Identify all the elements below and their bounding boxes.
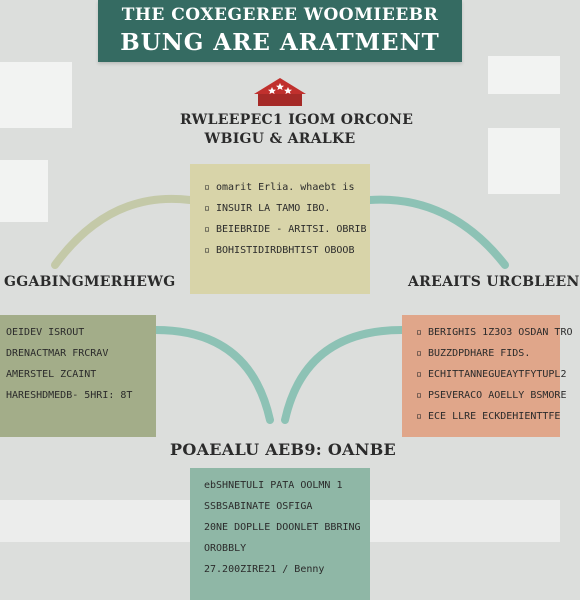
left-heading: GGABINGMERHEWG [4, 274, 176, 290]
bg-panel [488, 56, 560, 94]
list-item: ▫INSUIR LA TAMO IBO. [204, 203, 331, 214]
center-heading-line-2: WBIGU & ARALKE [204, 131, 356, 147]
house-icon [254, 78, 306, 106]
box-bottom: ebSHNETULI PATA OOLMN 1 SSBSABINATE OSFI… [190, 468, 370, 600]
banner-line-1: THE COXEGEREE WOOMIEEBR [121, 5, 439, 25]
list-item: DRENACTMAR FRCRAV [6, 348, 109, 359]
list-item: ebSHNETULI PATA OOLMN 1 [204, 480, 343, 491]
bottom-heading: POAEALU AEB9: OANBE [170, 440, 397, 459]
list-item: ▫PSEVERACO AOELLY BSMORE [416, 390, 567, 401]
list-item: ▫BOHISTIDIRDBHTIST OBOOB [204, 245, 355, 256]
arc-top-right [366, 195, 509, 269]
list-item: SSBSABINATE OSFIGA [204, 501, 313, 512]
arc-bottom-left [152, 326, 274, 424]
box-top: ▫omarit Erlia. whaebt is ▫INSUIR LA TAMO… [190, 164, 370, 294]
bg-panel [488, 128, 560, 194]
center-heading-line-1: RWLEEPEC1 IGOM ORCONE [180, 112, 414, 128]
list-item: OEIDEV ISROUT [6, 327, 85, 338]
list-item: ▫BUZZDPDHARE FIDS. [416, 348, 531, 359]
arc-top-left [51, 194, 194, 269]
list-item: 27.200ZIRE21 / Benny [204, 564, 325, 575]
bg-panel [0, 62, 72, 128]
bg-panel [0, 160, 48, 222]
connector-lines [51, 194, 509, 424]
banner-line-2: BUNG ARE ARATMENT [120, 29, 440, 56]
list-item: AMERSTEL ZCAINT [6, 369, 97, 380]
list-item: ▫BEIEBRIDE - ARITSI. OBRIB [204, 224, 367, 235]
list-item: ▫ECE LLRE ECKDEHIENTTFE [416, 411, 561, 422]
title-banner: THE COXEGEREE WOOMIEEBR BUNG ARE ARATMEN… [98, 0, 462, 62]
right-heading: AREAITS URCBLEEN [408, 274, 580, 290]
list-item: OROBBLY [204, 543, 247, 554]
list-item: 20NE DOPLLE DOONLET BBRING [204, 522, 361, 533]
box-left: OEIDEV ISROUT DRENACTMAR FRCRAV AMERSTEL… [0, 315, 156, 437]
list-item: ▫BERIGHIS 1Z3O3 OSDAN TRO [416, 327, 573, 338]
arc-bottom-right [281, 326, 406, 424]
center-heading: RWLEEPEC1 IGOM ORCONE WBIGU & ARALKE [180, 112, 414, 147]
list-item: ▫omarit Erlia. whaebt is [204, 182, 355, 193]
box-right: ▫BERIGHIS 1Z3O3 OSDAN TRO ▫BUZZDPDHARE F… [402, 315, 573, 437]
list-item: HARESHDMEDB- 5HRI: 8T [6, 390, 133, 401]
list-item: ▫ECHITTANNEGUEAYTFYTUPL2 [416, 369, 567, 380]
